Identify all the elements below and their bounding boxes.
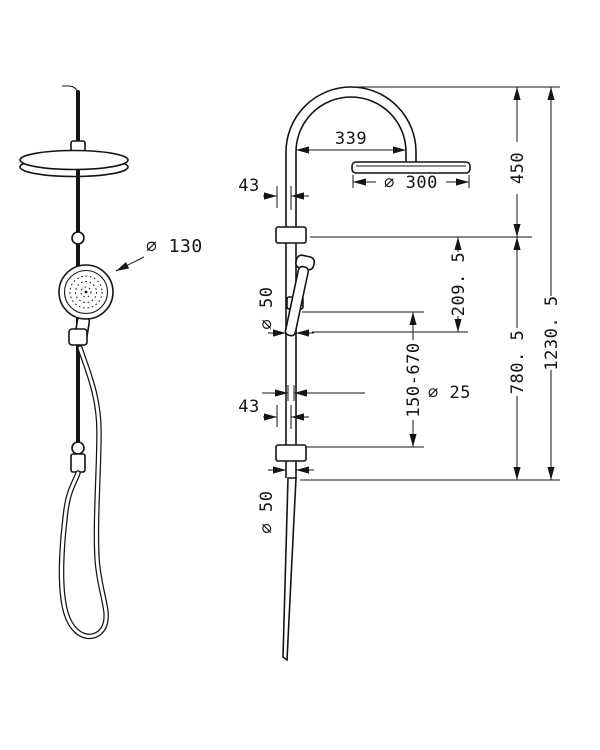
dim-rail-diameter: ⌀ 25 bbox=[262, 383, 471, 403]
shower-hose-core bbox=[60, 346, 108, 638]
holder-drop-label: 209. 5 bbox=[449, 252, 469, 316]
spray-ring-middle bbox=[75, 281, 97, 303]
side-view: 339 ⌀ 300 43 ⌀ 50 209. 5 bbox=[238, 86, 562, 662]
hand-shower-faceplate bbox=[63, 269, 109, 315]
upper-height-label: 450 bbox=[508, 152, 528, 184]
slider-range-label: 150-670 bbox=[404, 342, 424, 417]
head-diameter-label: ⌀ 300 bbox=[384, 173, 438, 193]
dim-lower-height: 780. 5 bbox=[508, 237, 528, 480]
dim-upper-pipe: ⌀ 50 bbox=[257, 287, 314, 337]
dim-holder-drop: 209. 5 bbox=[449, 237, 469, 332]
hand-shower-callout: ⌀ 130 bbox=[115, 236, 203, 272]
dim-reach: 339 bbox=[296, 129, 406, 154]
upper-wall-bracket bbox=[275, 226, 307, 244]
hand-shower-side bbox=[284, 254, 316, 337]
top-inlet-bend bbox=[62, 85, 79, 97]
lower-pipe-diameter-label: ⌀ 50 bbox=[257, 491, 277, 534]
dim-head-diameter: ⌀ 300 bbox=[352, 173, 470, 193]
upper-union-joint bbox=[71, 231, 85, 245]
lower-offset-label: 43 bbox=[238, 397, 259, 417]
upper-offset-label: 43 bbox=[238, 176, 259, 196]
overhead-shower-face bbox=[19, 149, 129, 171]
shower-hose-outline bbox=[58, 345, 109, 640]
hand-shower-diameter-label: ⌀ 130 bbox=[146, 236, 203, 257]
supply-tube bbox=[282, 477, 297, 662]
dim-slider-range: 150-670 bbox=[404, 312, 424, 447]
spray-ring-inner bbox=[80, 286, 92, 298]
upper-pipe-diameter-label: ⌀ 50 bbox=[257, 287, 277, 330]
total-height-label: 1230. 5 bbox=[542, 295, 562, 370]
rail-diameter-label: ⌀ 25 bbox=[428, 383, 471, 403]
dim-lower-pipe: ⌀ 50 bbox=[257, 466, 314, 534]
dim-total-height: 1230. 5 bbox=[542, 87, 562, 480]
overhead-shower-side bbox=[351, 161, 471, 174]
gooseneck-outer bbox=[285, 86, 417, 153]
lower-union-joint bbox=[71, 441, 85, 455]
reach-label: 339 bbox=[335, 129, 367, 149]
callout-leader-arrow bbox=[115, 256, 145, 272]
hose-outlet-fitting bbox=[70, 453, 86, 473]
hand-shower-head bbox=[58, 264, 114, 320]
lower-height-label: 780. 5 bbox=[508, 330, 528, 394]
spray-ring-outer bbox=[69, 275, 103, 309]
dim-upper-height: 450 bbox=[508, 87, 528, 237]
rail-slider bbox=[68, 328, 88, 346]
front-view: ⌀ 130 bbox=[19, 85, 203, 640]
hand-shower-handle-side bbox=[284, 265, 310, 337]
dim-upper-offset: 43 bbox=[238, 176, 309, 210]
gooseneck-inner bbox=[295, 96, 407, 153]
dim-lower-offset: 43 bbox=[238, 397, 309, 429]
lower-wall-bracket bbox=[275, 444, 307, 462]
spray-center-dot bbox=[84, 290, 88, 294]
